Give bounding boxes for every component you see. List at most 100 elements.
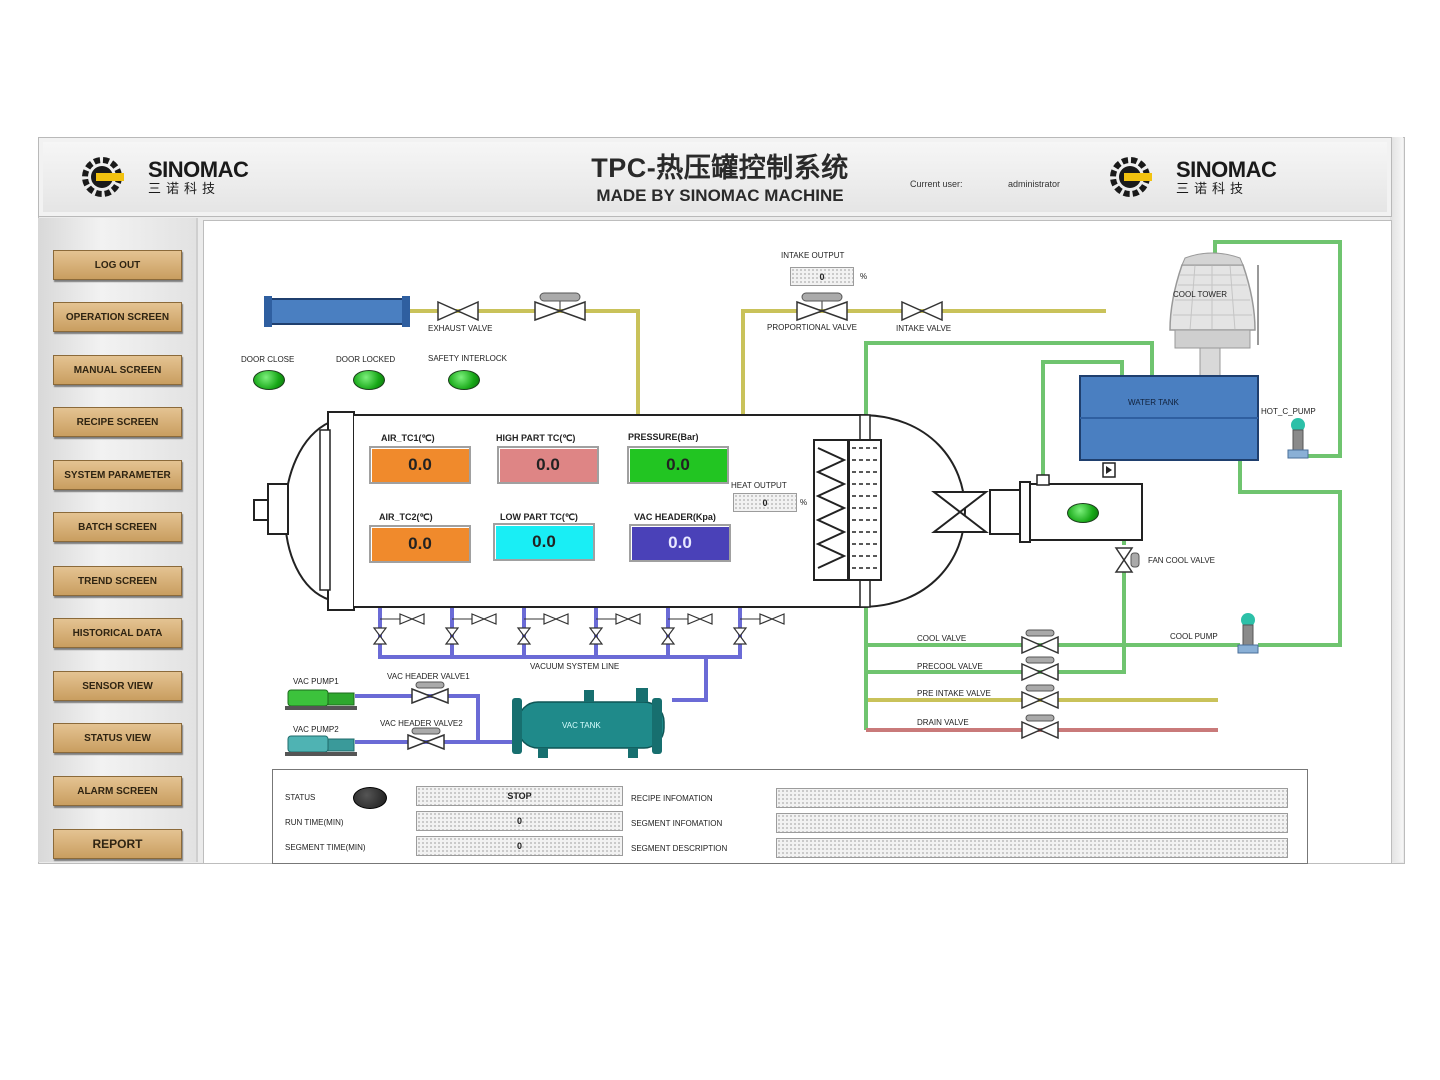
run-time-label: RUN TIME(MIN) (285, 818, 344, 827)
logo-left: SINOMAC 三诺科技 (80, 155, 249, 199)
heat-output-value: 0 (733, 493, 797, 512)
sensor-view-button[interactable]: SENSOR VIEW (53, 671, 182, 701)
window-right-edge (1390, 137, 1403, 862)
intake-output-unit: % (860, 272, 868, 281)
door-close-label: DOOR CLOSE (241, 355, 295, 364)
pre-intake-valve-icon[interactable] (1021, 684, 1059, 710)
cool-valve-icon[interactable] (1021, 629, 1059, 655)
segment-time-label: SEGMENT TIME(MIN) (285, 843, 366, 852)
circulation-fan-motor (989, 462, 1143, 543)
intake-valve-label: INTAKE VALVE (896, 324, 952, 333)
vac-header-valve1-label: VAC HEADER VALVE1 (387, 672, 470, 681)
batch-screen-button[interactable]: BATCH SCREEN (53, 512, 182, 542)
cool-pump-icon[interactable] (1237, 613, 1259, 654)
precool-valve-label: PRECOOL VALVE (917, 662, 983, 671)
air-tc1-value: 0.0 (369, 446, 471, 484)
manual-screen-button[interactable]: MANUAL SCREEN (53, 355, 182, 385)
system-parameter-button[interactable]: SYSTEM PARAMETER (53, 460, 182, 490)
fan-cool-valve-label: FAN COOL VALVE (1148, 556, 1215, 565)
segment-description-value (776, 838, 1288, 858)
proportional-valve-icon[interactable] (796, 292, 848, 322)
segment-info-label: SEGMENT INFOMATION (631, 819, 723, 828)
vac-pump1-label: VAC PUMP1 (293, 677, 339, 686)
header-bar (38, 137, 1392, 217)
cool-pump-label: COOL PUMP (1170, 632, 1218, 641)
air-tc2-label: AIR_TC2(℃) (379, 512, 433, 522)
recipe-info-value (776, 788, 1288, 808)
logo-cn: 三诺科技 (148, 180, 221, 196)
logo-right: SINOMAC 三诺科技 (1108, 155, 1277, 199)
segment-description-label: SEGMENT DESCRIPTION (631, 844, 728, 853)
low-part-tc-value: 0.0 (493, 523, 595, 561)
cool-tower-label: COOL TOWER (1173, 290, 1228, 299)
drain-valve-icon[interactable] (1021, 714, 1059, 740)
air-tc2-value: 0.0 (369, 525, 471, 563)
door-locked-label: DOOR LOCKED (336, 355, 396, 364)
vacuum-system-line-label: VACUUM SYSTEM LINE (530, 662, 620, 671)
exhaust-valve-icon[interactable] (437, 300, 479, 322)
cool-valve-label: COOL VALVE (917, 634, 967, 643)
page-title: TPC-热压罐控制系统 (591, 153, 849, 183)
vac-header-value: 0.0 (629, 524, 731, 562)
logo-cn: 三诺科技 (1176, 180, 1249, 196)
logo-name: SINOMAC (1176, 156, 1277, 182)
high-part-tc-value: 0.0 (497, 446, 599, 484)
vac-pump2-label: VAC PUMP2 (293, 725, 339, 734)
page-subtitle: MADE BY SINOMAC MACHINE (596, 186, 844, 205)
vacuum-line-valves[interactable] (372, 613, 785, 645)
vac-header-valve2-label: VAC HEADER VALVE2 (380, 719, 463, 728)
fan-status-lamp (1067, 503, 1099, 523)
report-button[interactable]: REPORT (53, 829, 182, 859)
vac-header-valve1-icon[interactable] (411, 681, 449, 705)
operation-screen-button[interactable]: OPERATION SCREEN (53, 302, 182, 332)
safety-interlock-lamp (448, 370, 480, 390)
intake-output-value: 0 (790, 267, 854, 286)
fan-cool-valve-icon[interactable] (1114, 547, 1140, 573)
intake-valve-icon[interactable] (901, 300, 943, 322)
exhaust-valve-label: EXHAUST VALVE (428, 324, 493, 333)
recipe-info-label: RECIPE INFOMATION (631, 794, 713, 803)
recipe-screen-button[interactable]: RECIPE SCREEN (53, 407, 182, 437)
pressure-value: 0.0 (627, 446, 729, 484)
heat-output-unit: % (800, 498, 808, 507)
door-close-lamp (253, 370, 285, 390)
pre-intake-valve-label: PRE INTAKE VALVE (917, 689, 991, 698)
precool-valve-icon[interactable] (1021, 656, 1059, 682)
segment-time-value: 0 (416, 836, 623, 856)
door-locked-lamp (353, 370, 385, 390)
safety-interlock-label: SAFETY INTERLOCK (428, 354, 507, 363)
intake-output-label: INTAKE OUTPUT (781, 251, 845, 260)
gear-logo-icon (1110, 157, 1152, 197)
water-tank (1079, 375, 1259, 461)
logout-button[interactable]: LOG OUT (53, 250, 182, 280)
vac-tank-label: VAC TANK (562, 721, 601, 730)
drain-valve-label: DRAIN VALVE (917, 718, 969, 727)
exhaust-actuator-valve-icon[interactable] (534, 292, 586, 322)
pressure-label: PRESSURE(Bar) (628, 432, 699, 442)
status-view-button[interactable]: STATUS VIEW (53, 723, 182, 753)
historical-data-button[interactable]: HISTORICAL DATA (53, 618, 182, 648)
exhaust-silencer (267, 298, 409, 325)
low-part-tc-label: LOW PART TC(℃) (500, 512, 578, 522)
gear-logo-icon (82, 157, 124, 197)
trend-screen-button[interactable]: TREND SCREEN (53, 566, 182, 596)
heat-output-label: HEAT OUTPUT (731, 481, 787, 490)
vac-header-valve2-icon[interactable] (407, 727, 445, 751)
status-label: STATUS (285, 793, 316, 802)
vac-header-label: VAC HEADER(Kpa) (634, 512, 716, 522)
logo-name: SINOMAC (148, 156, 249, 182)
current-user-label: Current user: (910, 179, 963, 189)
vac-pump2-icon[interactable] (285, 735, 357, 756)
cooler-coil (848, 439, 882, 581)
vac-pump1-icon[interactable] (285, 689, 357, 710)
hot-c-pump-icon[interactable] (1287, 418, 1309, 459)
run-time-value: 0 (416, 811, 623, 831)
vac-tank (512, 688, 665, 758)
segment-info-value (776, 813, 1288, 833)
status-lamp (353, 787, 387, 809)
proportional-valve-label: PROPORTIONAL VALVE (767, 323, 857, 332)
hot-c-pump-label: HOT_C_PUMP (1261, 407, 1316, 416)
alarm-screen-button[interactable]: ALARM SCREEN (53, 776, 182, 806)
current-user-value: administrator (1008, 179, 1061, 189)
